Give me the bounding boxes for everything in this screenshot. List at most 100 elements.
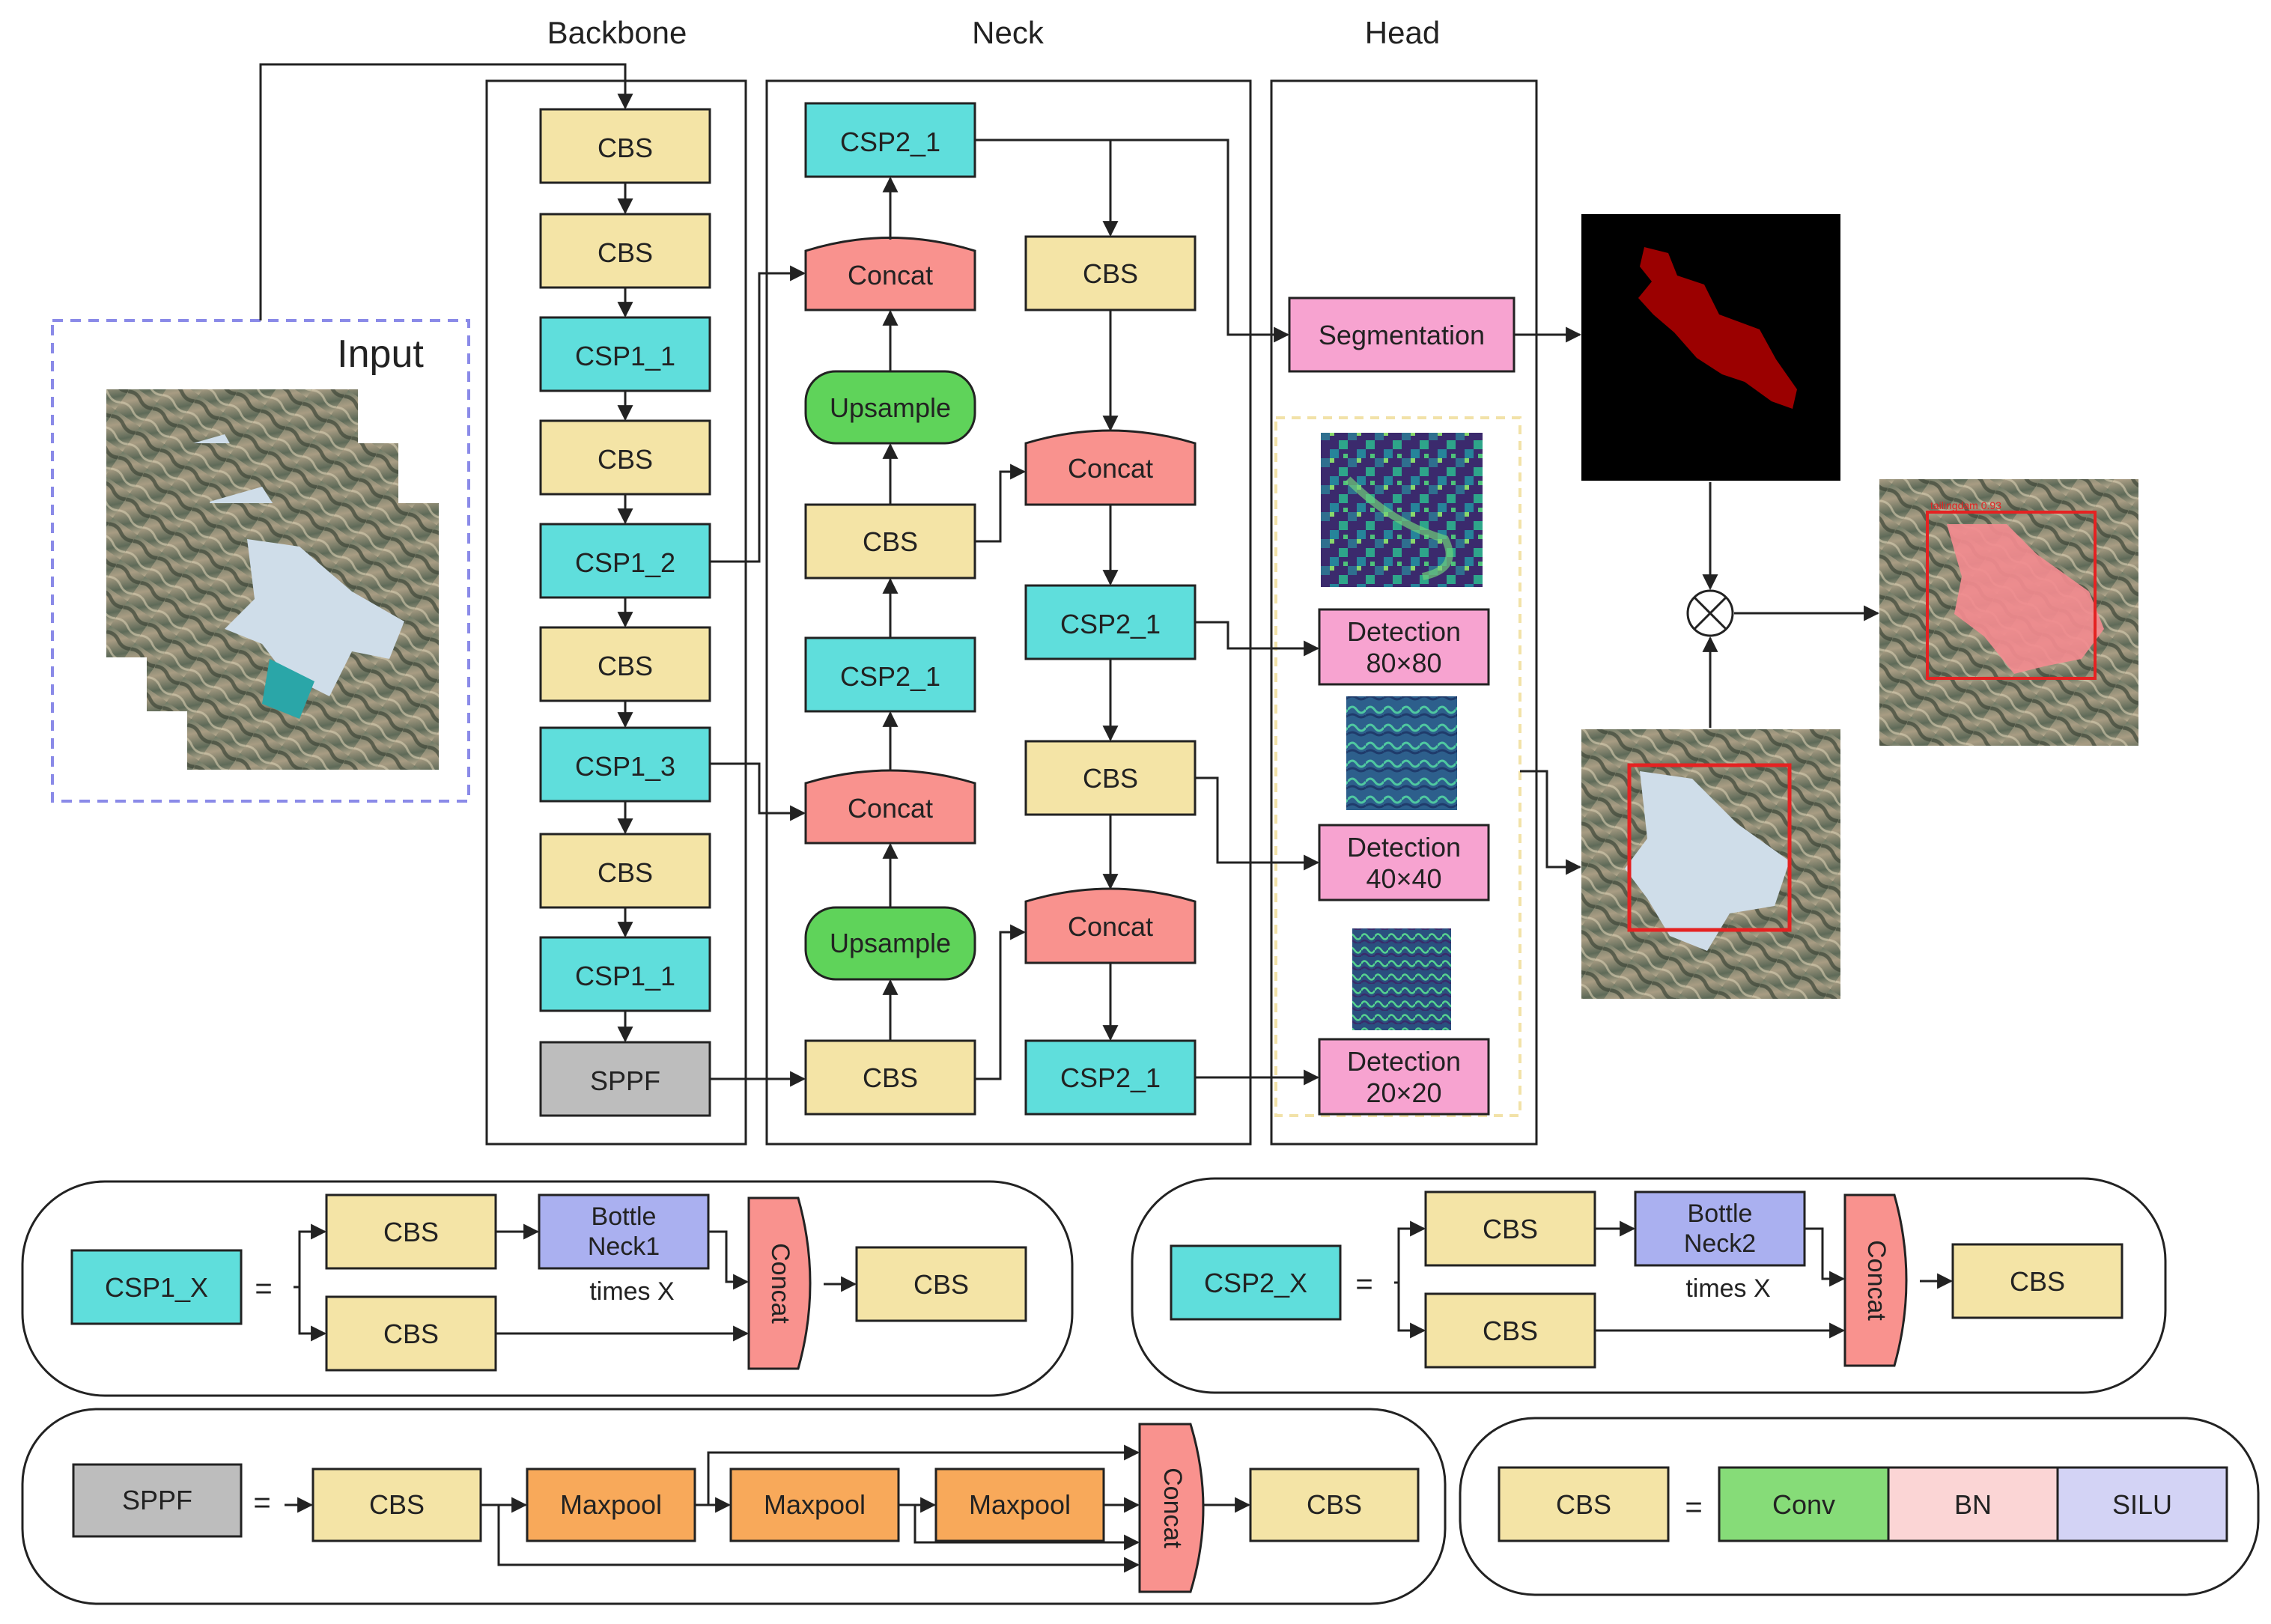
neck-cbs-right-2-label: CBS bbox=[1083, 763, 1138, 794]
legend-csp2-cbs-bottom-label: CBS bbox=[1483, 1316, 1538, 1346]
legend-sppf-maxpool-2-label: Maxpool bbox=[764, 1489, 866, 1520]
neck-concat-left-2: Concat bbox=[804, 769, 976, 845]
multiply-operator bbox=[1686, 589, 1734, 637]
neck-cbs-left-2-label: CBS bbox=[863, 1062, 918, 1093]
legend-csp1-bottleneck: Bottle Neck1 bbox=[538, 1193, 710, 1270]
legend-csp1-times: times X bbox=[589, 1277, 674, 1306]
backbone-csp1-2: CSP1_2 bbox=[539, 523, 711, 599]
neck-concat-left-1-label: Concat bbox=[848, 260, 933, 291]
legend-csp1-concat-label: Concat bbox=[766, 1243, 794, 1324]
neck-to-head-arrows bbox=[1110, 139, 1582, 1086]
input-to-backbone-arrow bbox=[259, 63, 633, 320]
backbone-csp1-3: CSP1_3 bbox=[539, 726, 711, 803]
legend-csp1-equals: = bbox=[255, 1272, 272, 1305]
legend-sppf-cbs-in-label: CBS bbox=[369, 1489, 425, 1520]
neck-cbs-right-2: CBS bbox=[1024, 740, 1197, 816]
head-detection-80: Detection 80×80 bbox=[1318, 608, 1490, 686]
legend-csp2-name-box: CSP2_X bbox=[1170, 1244, 1342, 1321]
neck-csp2-1-left: CSP2_1 bbox=[804, 636, 976, 713]
head-detection-20-line2: 20×20 bbox=[1366, 1077, 1441, 1108]
head-detection-20-line1: Detection bbox=[1347, 1046, 1461, 1077]
neck-frame bbox=[765, 79, 1252, 1146]
legend-csp2-cbs-top-label: CBS bbox=[1483, 1214, 1538, 1244]
backbone-cbs-1: CBS bbox=[539, 108, 711, 184]
feature-map-20 bbox=[1352, 928, 1451, 1030]
backbone-cbs-1-label: CBS bbox=[598, 133, 653, 163]
neck-cbs-right-1-label: CBS bbox=[1083, 258, 1138, 289]
input-image-stack bbox=[106, 389, 439, 770]
final-result-image: tailingdam 0.93 bbox=[1879, 479, 2138, 746]
neck-upsample-1: Upsample bbox=[804, 370, 976, 445]
neck-csp2-1-right-2-label: CSP2_1 bbox=[1060, 1062, 1161, 1093]
legend-sppf-cbs-in: CBS bbox=[311, 1468, 482, 1542]
legend-csp2-times: times X bbox=[1685, 1274, 1770, 1303]
neck-cbs-right-1: CBS bbox=[1024, 235, 1197, 311]
neck-concat-left-1: Concat bbox=[804, 237, 976, 311]
head-detection-80-line1: Detection bbox=[1347, 616, 1461, 647]
input-image-front bbox=[187, 503, 439, 770]
input-label: Input bbox=[337, 332, 424, 376]
backbone-cbs-2: CBS bbox=[539, 213, 711, 289]
legend-sppf-frame bbox=[21, 1408, 1447, 1605]
head-detection-40: Detection 40×40 bbox=[1318, 824, 1490, 901]
head-detection-20: Detection 20×20 bbox=[1318, 1038, 1490, 1116]
legend-csp1-cbs-bottom: CBS bbox=[325, 1295, 497, 1372]
output-arrows bbox=[1702, 482, 1880, 728]
backbone-cbs-2-label: CBS bbox=[598, 237, 653, 268]
backbone-cbs-5-label: CBS bbox=[598, 857, 653, 888]
legend-cbs-silu-label: SILU bbox=[2112, 1489, 2172, 1520]
bbox-rectangle bbox=[1627, 763, 1792, 932]
neck-csp2-1-top-label: CSP2_1 bbox=[840, 127, 940, 157]
legend-csp1-arrows bbox=[294, 1223, 857, 1342]
legend-csp1-concat: Concat bbox=[747, 1196, 812, 1370]
backbone-cbs-3-label: CBS bbox=[598, 444, 653, 475]
legend-sppf-cbs-out-label: CBS bbox=[1307, 1489, 1362, 1520]
legend-csp2-cbs-bottom: CBS bbox=[1424, 1292, 1596, 1369]
legend-sppf-maxpool-1-label: Maxpool bbox=[560, 1489, 662, 1520]
backbone-sppf-label: SPPF bbox=[590, 1065, 660, 1096]
neck-cbs-left-1-label: CBS bbox=[863, 526, 918, 557]
neck-csp2-1-right-1: CSP2_1 bbox=[1024, 584, 1197, 660]
legend-cbs-equals: = bbox=[1685, 1491, 1702, 1524]
neck-concat-right-2: Concat bbox=[1024, 887, 1197, 964]
legend-csp1-name-box: CSP1_X bbox=[70, 1249, 243, 1325]
legend-csp2-cbs-out: CBS bbox=[1951, 1243, 2123, 1319]
legend-cbs-bn: BN bbox=[1887, 1466, 2059, 1542]
legend-sppf-maxpool-2: Maxpool bbox=[729, 1468, 900, 1542]
neck-csp2-1-right-2: CSP2_1 bbox=[1024, 1039, 1197, 1116]
result-bbox bbox=[1926, 511, 2097, 680]
legend-sppf-cbs-out: CBS bbox=[1249, 1468, 1420, 1542]
backbone-csp1-2-label: CSP1_2 bbox=[575, 547, 675, 578]
result-label: tailingdam 0.93 bbox=[1930, 499, 2001, 511]
backbone-csp1-1a: CSP1_1 bbox=[539, 316, 711, 392]
neck-concat-right-1: Concat bbox=[1024, 429, 1197, 506]
legend-sppf-equals: = bbox=[253, 1486, 270, 1519]
head-segmentation-label: Segmentation bbox=[1319, 320, 1485, 350]
backbone-frame bbox=[485, 79, 747, 1146]
legend-csp1-cbs-bottom-label: CBS bbox=[383, 1319, 439, 1349]
legend-csp2-bottleneck-line1: Bottle bbox=[1688, 1199, 1753, 1228]
feature-map-80 bbox=[1321, 433, 1483, 587]
legend-sppf-concat: Concat bbox=[1138, 1423, 1205, 1593]
legend-csp2-cbs-out-label: CBS bbox=[2010, 1266, 2065, 1297]
neck-concat-left-2-label: Concat bbox=[848, 793, 933, 824]
legend-cbs-conv: Conv bbox=[1718, 1466, 1890, 1542]
legend-cbs-frame bbox=[1459, 1417, 2260, 1596]
neck-concat-right-1-label: Concat bbox=[1068, 453, 1153, 484]
backbone-cbs-3: CBS bbox=[539, 419, 711, 496]
legend-csp2-cbs-top: CBS bbox=[1424, 1190, 1596, 1267]
legend-cbs-silu: SILU bbox=[2056, 1466, 2228, 1542]
legend-csp2-frame bbox=[1131, 1177, 2167, 1394]
legend-csp1-cbs-top: CBS bbox=[325, 1193, 497, 1270]
neck-cbs-left-2: CBS bbox=[804, 1039, 976, 1116]
neck-csp2-1-top: CSP2_1 bbox=[804, 102, 976, 178]
legend-sppf-name-box: SPPF bbox=[72, 1463, 243, 1538]
legend-csp2-arrows bbox=[1394, 1220, 1954, 1339]
backbone-title: Backbone bbox=[547, 15, 687, 50]
legend-csp1-frame bbox=[21, 1180, 1074, 1397]
legend-csp1-cbs-top-label: CBS bbox=[383, 1217, 439, 1247]
segmentation-mask-image bbox=[1581, 214, 1840, 481]
backbone-csp1-3-label: CSP1_3 bbox=[575, 751, 675, 782]
